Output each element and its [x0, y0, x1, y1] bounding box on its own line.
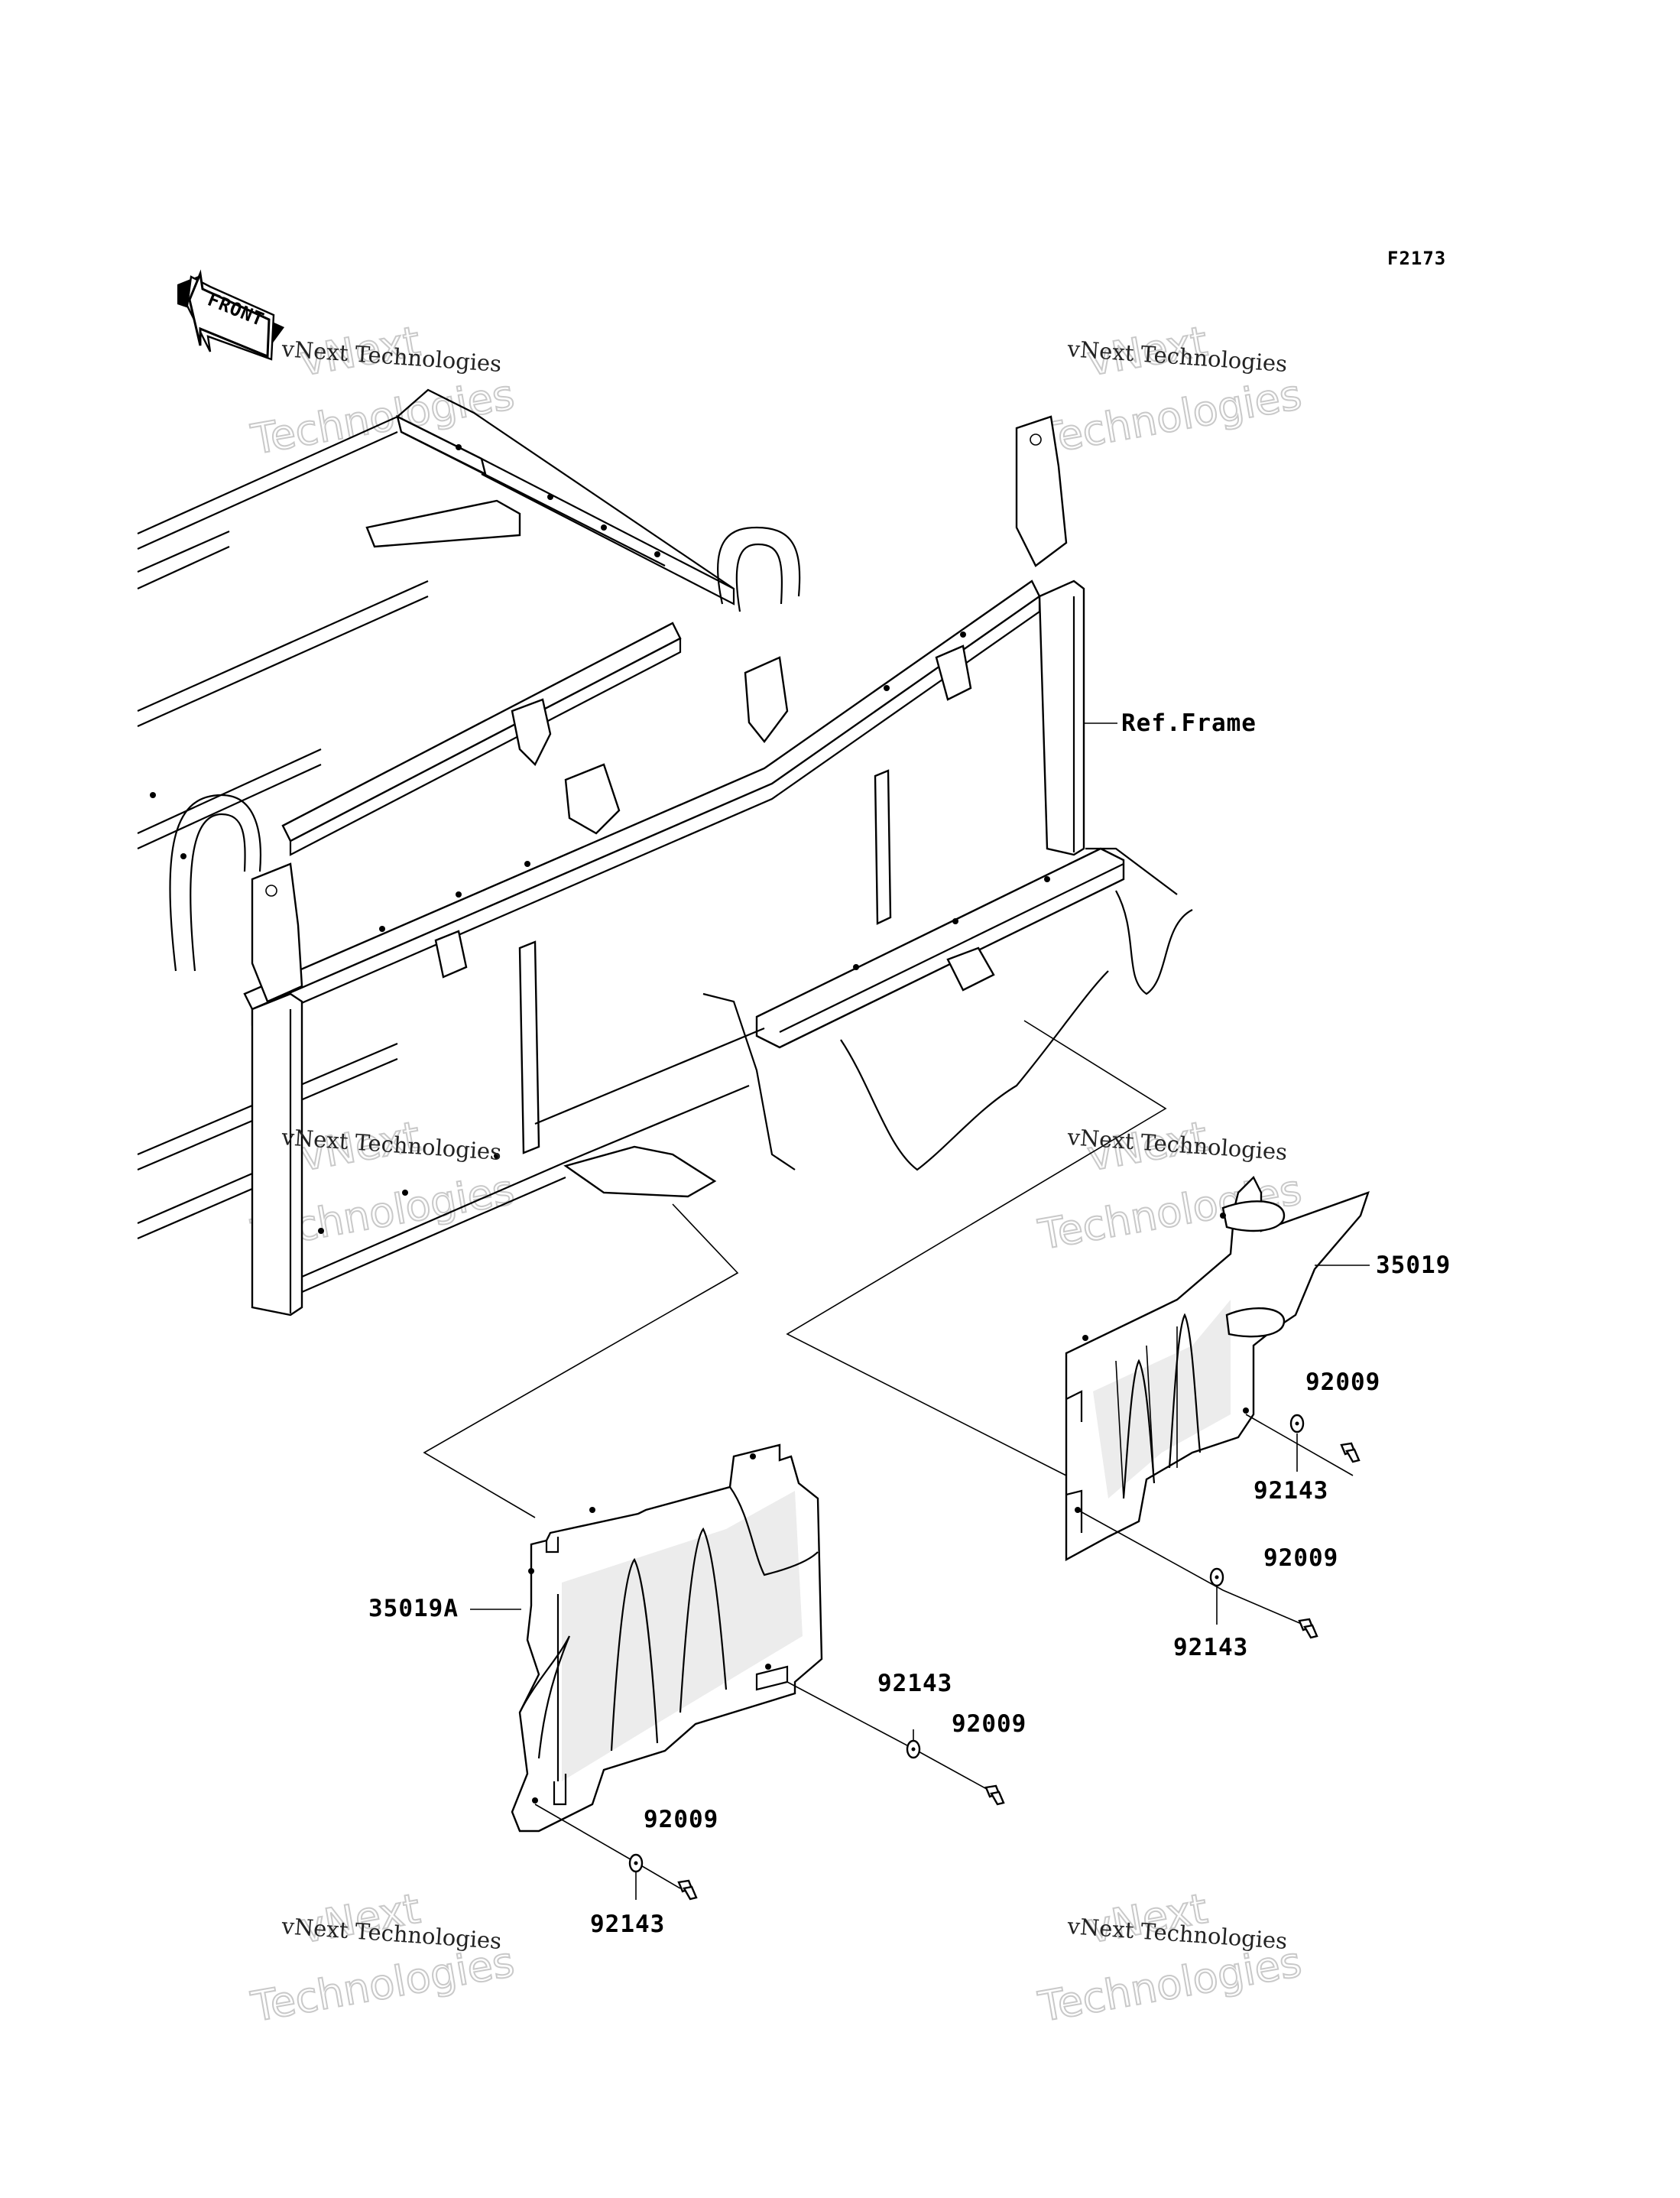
label-leaders	[470, 722, 1370, 1900]
front-arrow-icon: FRONT	[177, 269, 284, 361]
watermark-top-right: vNext Technologies	[1034, 317, 1306, 465]
label-35019: 35019	[1376, 1252, 1451, 1279]
guide-lines	[423, 1020, 1167, 1518]
label-92143-d: 92143	[590, 1911, 665, 1938]
svg-text:Technologies: Technologies	[248, 370, 518, 463]
label-92143-b: 92143	[1173, 1634, 1248, 1661]
label-92009-d: 92009	[644, 1806, 718, 1833]
guard-35019A	[511, 1443, 823, 1833]
bolt-icon	[677, 1442, 1361, 1901]
label-92009-c: 92009	[952, 1710, 1026, 1738]
label-92009-a: 92009	[1305, 1368, 1380, 1396]
washer-icon	[628, 1414, 1305, 1873]
label-92009-b: 92009	[1263, 1544, 1338, 1572]
watermark-captions: vNext Technologies vNext Technologies vN…	[281, 336, 1289, 1954]
label-92143-a: 92143	[1254, 1477, 1328, 1505]
label-92143-c: 92143	[877, 1670, 952, 1697]
reference-frame	[137, 388, 1193, 1317]
svg-text:Technologies: Technologies	[1035, 370, 1305, 463]
diagram-code: F2173	[1387, 248, 1446, 269]
label-ref-frame: Ref.Frame	[1121, 709, 1257, 737]
frame-holes	[150, 444, 1050, 1234]
guard-35019	[1065, 1175, 1370, 1562]
label-35019A: 35019A	[368, 1595, 459, 1622]
